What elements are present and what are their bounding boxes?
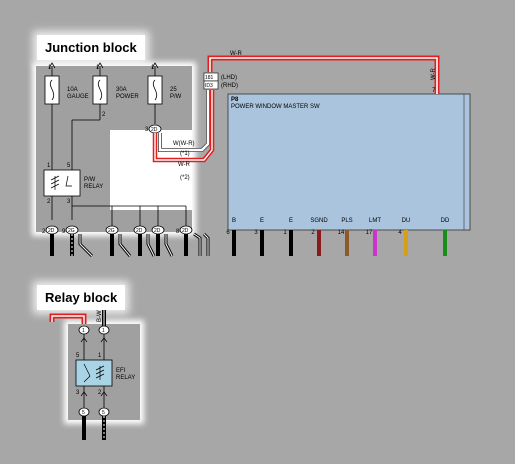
switch-terminal-name: E bbox=[260, 218, 264, 224]
relay-block-wiring bbox=[49, 310, 113, 440]
jb-conn-pin: 8 bbox=[176, 229, 180, 235]
jb-conn-label: 2G bbox=[68, 228, 75, 234]
jb-bottom-wires bbox=[50, 232, 210, 258]
pw-fuse-out-pin: 3 bbox=[145, 127, 149, 133]
fuse-pw-name: P/W bbox=[170, 94, 182, 100]
arrow-icon bbox=[96, 62, 104, 69]
pw-fuse-out-label: 2D bbox=[151, 127, 158, 133]
wire-mid2-note: (*2) bbox=[180, 175, 190, 181]
efi-relay bbox=[75, 359, 113, 387]
jb-conn-label: 2D bbox=[154, 228, 161, 234]
relay-conn-bottom-left: 5 bbox=[82, 410, 85, 416]
switch-terminal-name: LMT bbox=[369, 218, 381, 224]
jb-conn-label: 2G bbox=[108, 228, 115, 234]
switch-terminal-wires bbox=[232, 230, 447, 256]
relay-conn-bottom-right: 5 bbox=[102, 410, 105, 416]
jb-conn-label: 2D bbox=[182, 228, 189, 234]
junction-block-cutout bbox=[110, 130, 192, 210]
switch-terminal-name: B bbox=[232, 218, 236, 224]
wire-right-label: W-R bbox=[431, 67, 437, 80]
wire-mid1-note: (*1) bbox=[180, 151, 190, 157]
efi-relay-name2: RELAY bbox=[116, 375, 135, 381]
relay-conn-top-right: 1 bbox=[102, 328, 105, 334]
jb-conn-label: 2D bbox=[136, 228, 143, 234]
switch-terminal-name: E bbox=[289, 218, 293, 224]
relay-block-title: Relay block bbox=[37, 285, 126, 310]
wire-top-w-r bbox=[207, 55, 440, 94]
efi-relay-pin-2: 2 bbox=[98, 390, 102, 396]
switch-terminal-name: DD bbox=[441, 218, 450, 224]
switch-lhd-note: (LHD) bbox=[221, 75, 237, 81]
switch-terminal-pin: 3 bbox=[254, 230, 258, 236]
wire-mid-w-r bbox=[152, 90, 215, 163]
jb-conn-pin: 9 bbox=[62, 229, 66, 235]
fuse-gauge-name: GAUGE bbox=[67, 94, 89, 100]
pw-relay-name2: RELAY bbox=[84, 184, 103, 190]
switch-name: POWER WINDOW MASTER SW bbox=[231, 104, 320, 110]
switch-terminal-pin: 14 bbox=[338, 230, 345, 236]
switch-pin-7: 7 bbox=[432, 88, 436, 94]
relay-wire-label: B-W bbox=[97, 310, 103, 322]
switch-terminal-pin: 6 bbox=[226, 230, 230, 236]
efi-relay-pin-5: 5 bbox=[76, 353, 80, 359]
jb-connectors bbox=[45, 225, 193, 235]
power-window-switch-body bbox=[227, 93, 471, 231]
fuse-gauge-pin: 1 bbox=[48, 65, 52, 71]
wire-top-label: W-R bbox=[230, 51, 243, 57]
fuse-power-amps: 30A bbox=[116, 87, 127, 93]
pw-relay-pin-1: 1 bbox=[47, 163, 51, 169]
switch-terminal-name: PLS bbox=[341, 218, 352, 224]
fuse-power-name: POWER bbox=[116, 94, 139, 100]
fuse-pw bbox=[147, 66, 163, 124]
fuse-power-pin: 1 bbox=[96, 65, 100, 71]
switch-terminal-name: DU bbox=[402, 218, 411, 224]
fuse-power-out-pin: 2 bbox=[102, 112, 106, 118]
wire-mid2-label: W-R bbox=[178, 162, 191, 168]
arrow-icon bbox=[151, 62, 159, 69]
pw-relay-name: P/W bbox=[84, 177, 96, 183]
arrow-icon bbox=[48, 62, 56, 69]
wire-mid1-label: W(W-R) bbox=[173, 141, 195, 147]
pw-relay-pin-2: 2 bbox=[47, 199, 51, 205]
switch-pin-lhd: 181 bbox=[205, 75, 214, 81]
switch-terminal-pin: 17 bbox=[366, 230, 373, 236]
fuse-gauge-amps: 10A bbox=[67, 87, 78, 93]
wire-mid-w bbox=[158, 90, 210, 152]
pw-relay-pin-3: 3 bbox=[67, 199, 71, 205]
fuse-gauge bbox=[44, 66, 60, 160]
pw-relay bbox=[43, 160, 81, 220]
switch-terminal-pin: 1 bbox=[283, 230, 287, 236]
jb-conn-label: 2D bbox=[48, 228, 55, 234]
efi-relay-name: EFI bbox=[116, 368, 126, 374]
junction-block-title: Junction block bbox=[37, 35, 145, 60]
switch-terminal-name: SGND bbox=[310, 218, 328, 224]
pw-relay-pin-5: 5 bbox=[67, 163, 71, 169]
efi-relay-pin-3: 3 bbox=[76, 390, 80, 396]
switch-terminal-pin: 4 bbox=[398, 230, 402, 236]
fuse-pw-amps: 25 bbox=[170, 87, 177, 93]
fuse-pw-pin: 1 bbox=[151, 65, 155, 71]
switch-id: P8 bbox=[231, 97, 239, 103]
jb-conn-pin: 2 bbox=[42, 229, 46, 235]
switch-pin-rhd: ID3 bbox=[205, 83, 213, 89]
switch-rhd-note: (RHD) bbox=[221, 83, 238, 89]
relay-conn-top-left: 1 bbox=[82, 328, 85, 334]
switch-terminal-pin: 2 bbox=[311, 230, 315, 236]
fuse-power bbox=[71, 66, 108, 160]
efi-relay-pin-1: 1 bbox=[98, 353, 102, 359]
switch-connector-rhd bbox=[203, 80, 219, 90]
